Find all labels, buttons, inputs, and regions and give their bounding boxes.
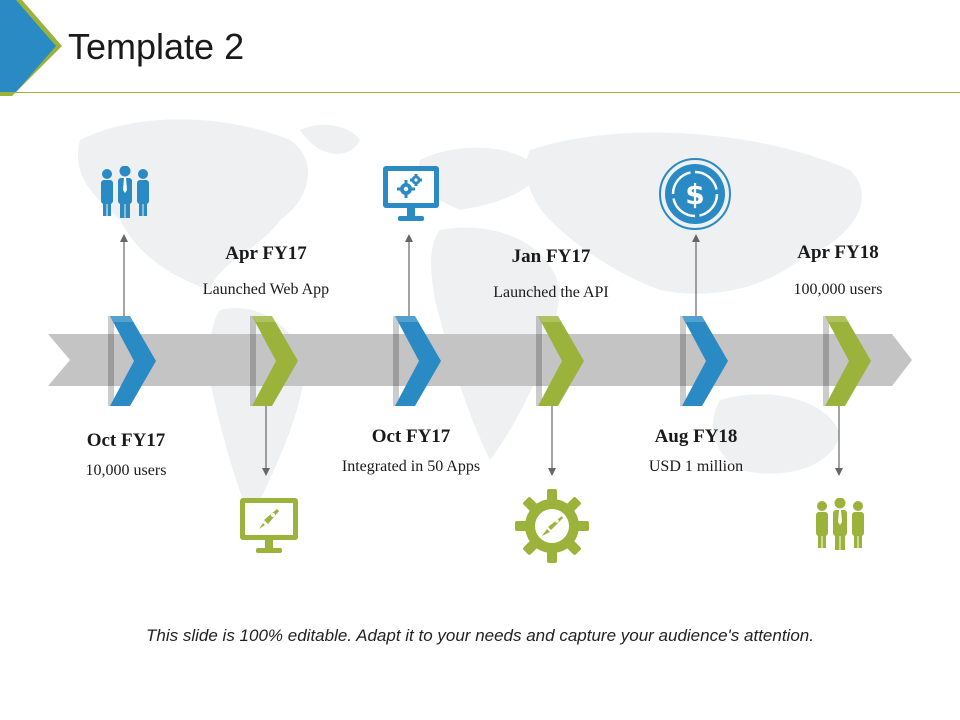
- milestone-date: Jan FY17: [511, 246, 591, 267]
- monitor-gears-icon: [383, 166, 439, 227]
- dollar-coin-icon: $: [659, 158, 731, 235]
- milestone-date: Oct FY17: [86, 430, 166, 451]
- milestone-chevron: [108, 316, 156, 406]
- milestone-description: USD 1 million: [648, 458, 744, 475]
- milestone-date: Apr FY18: [797, 242, 879, 263]
- connector-arrow: [548, 406, 556, 476]
- gear-rocket-icon: [515, 489, 589, 568]
- milestone-date: Aug FY18: [654, 426, 738, 447]
- milestone-chevron: [823, 316, 871, 406]
- milestone-chevron: [536, 316, 584, 406]
- connector-arrow: [262, 406, 270, 476]
- monitor-rocket-icon: [240, 498, 298, 559]
- title-divider: [10, 92, 960, 93]
- corner-accent: [0, 0, 62, 96]
- timeline-band: [48, 334, 912, 386]
- connector-arrow: [120, 234, 128, 316]
- milestone-date: Oct FY17: [371, 426, 451, 447]
- milestone-description: 100,000 users: [793, 281, 883, 298]
- milestone-date: Apr FY17: [225, 243, 307, 264]
- footer-note: This slide is 100% editable. Adapt it to…: [146, 626, 814, 645]
- svg-text:$: $: [685, 178, 704, 211]
- milestone-description: Launched the API: [493, 284, 609, 301]
- people-group-icon: [810, 497, 870, 557]
- milestone-chevron: [393, 316, 441, 406]
- milestone-description: Integrated in 50 Apps: [341, 458, 481, 475]
- connector-arrow: [835, 406, 843, 476]
- page-title: Template 2: [68, 26, 245, 67]
- milestone-description: Launched Web App: [202, 281, 330, 298]
- milestone-chevron: [680, 316, 728, 406]
- connector-arrow: [692, 234, 700, 316]
- people-group-icon: [95, 165, 155, 225]
- milestone-description: 10,000 users: [85, 462, 167, 479]
- milestone-chevron: [250, 316, 298, 406]
- connector-arrow: [405, 234, 413, 316]
